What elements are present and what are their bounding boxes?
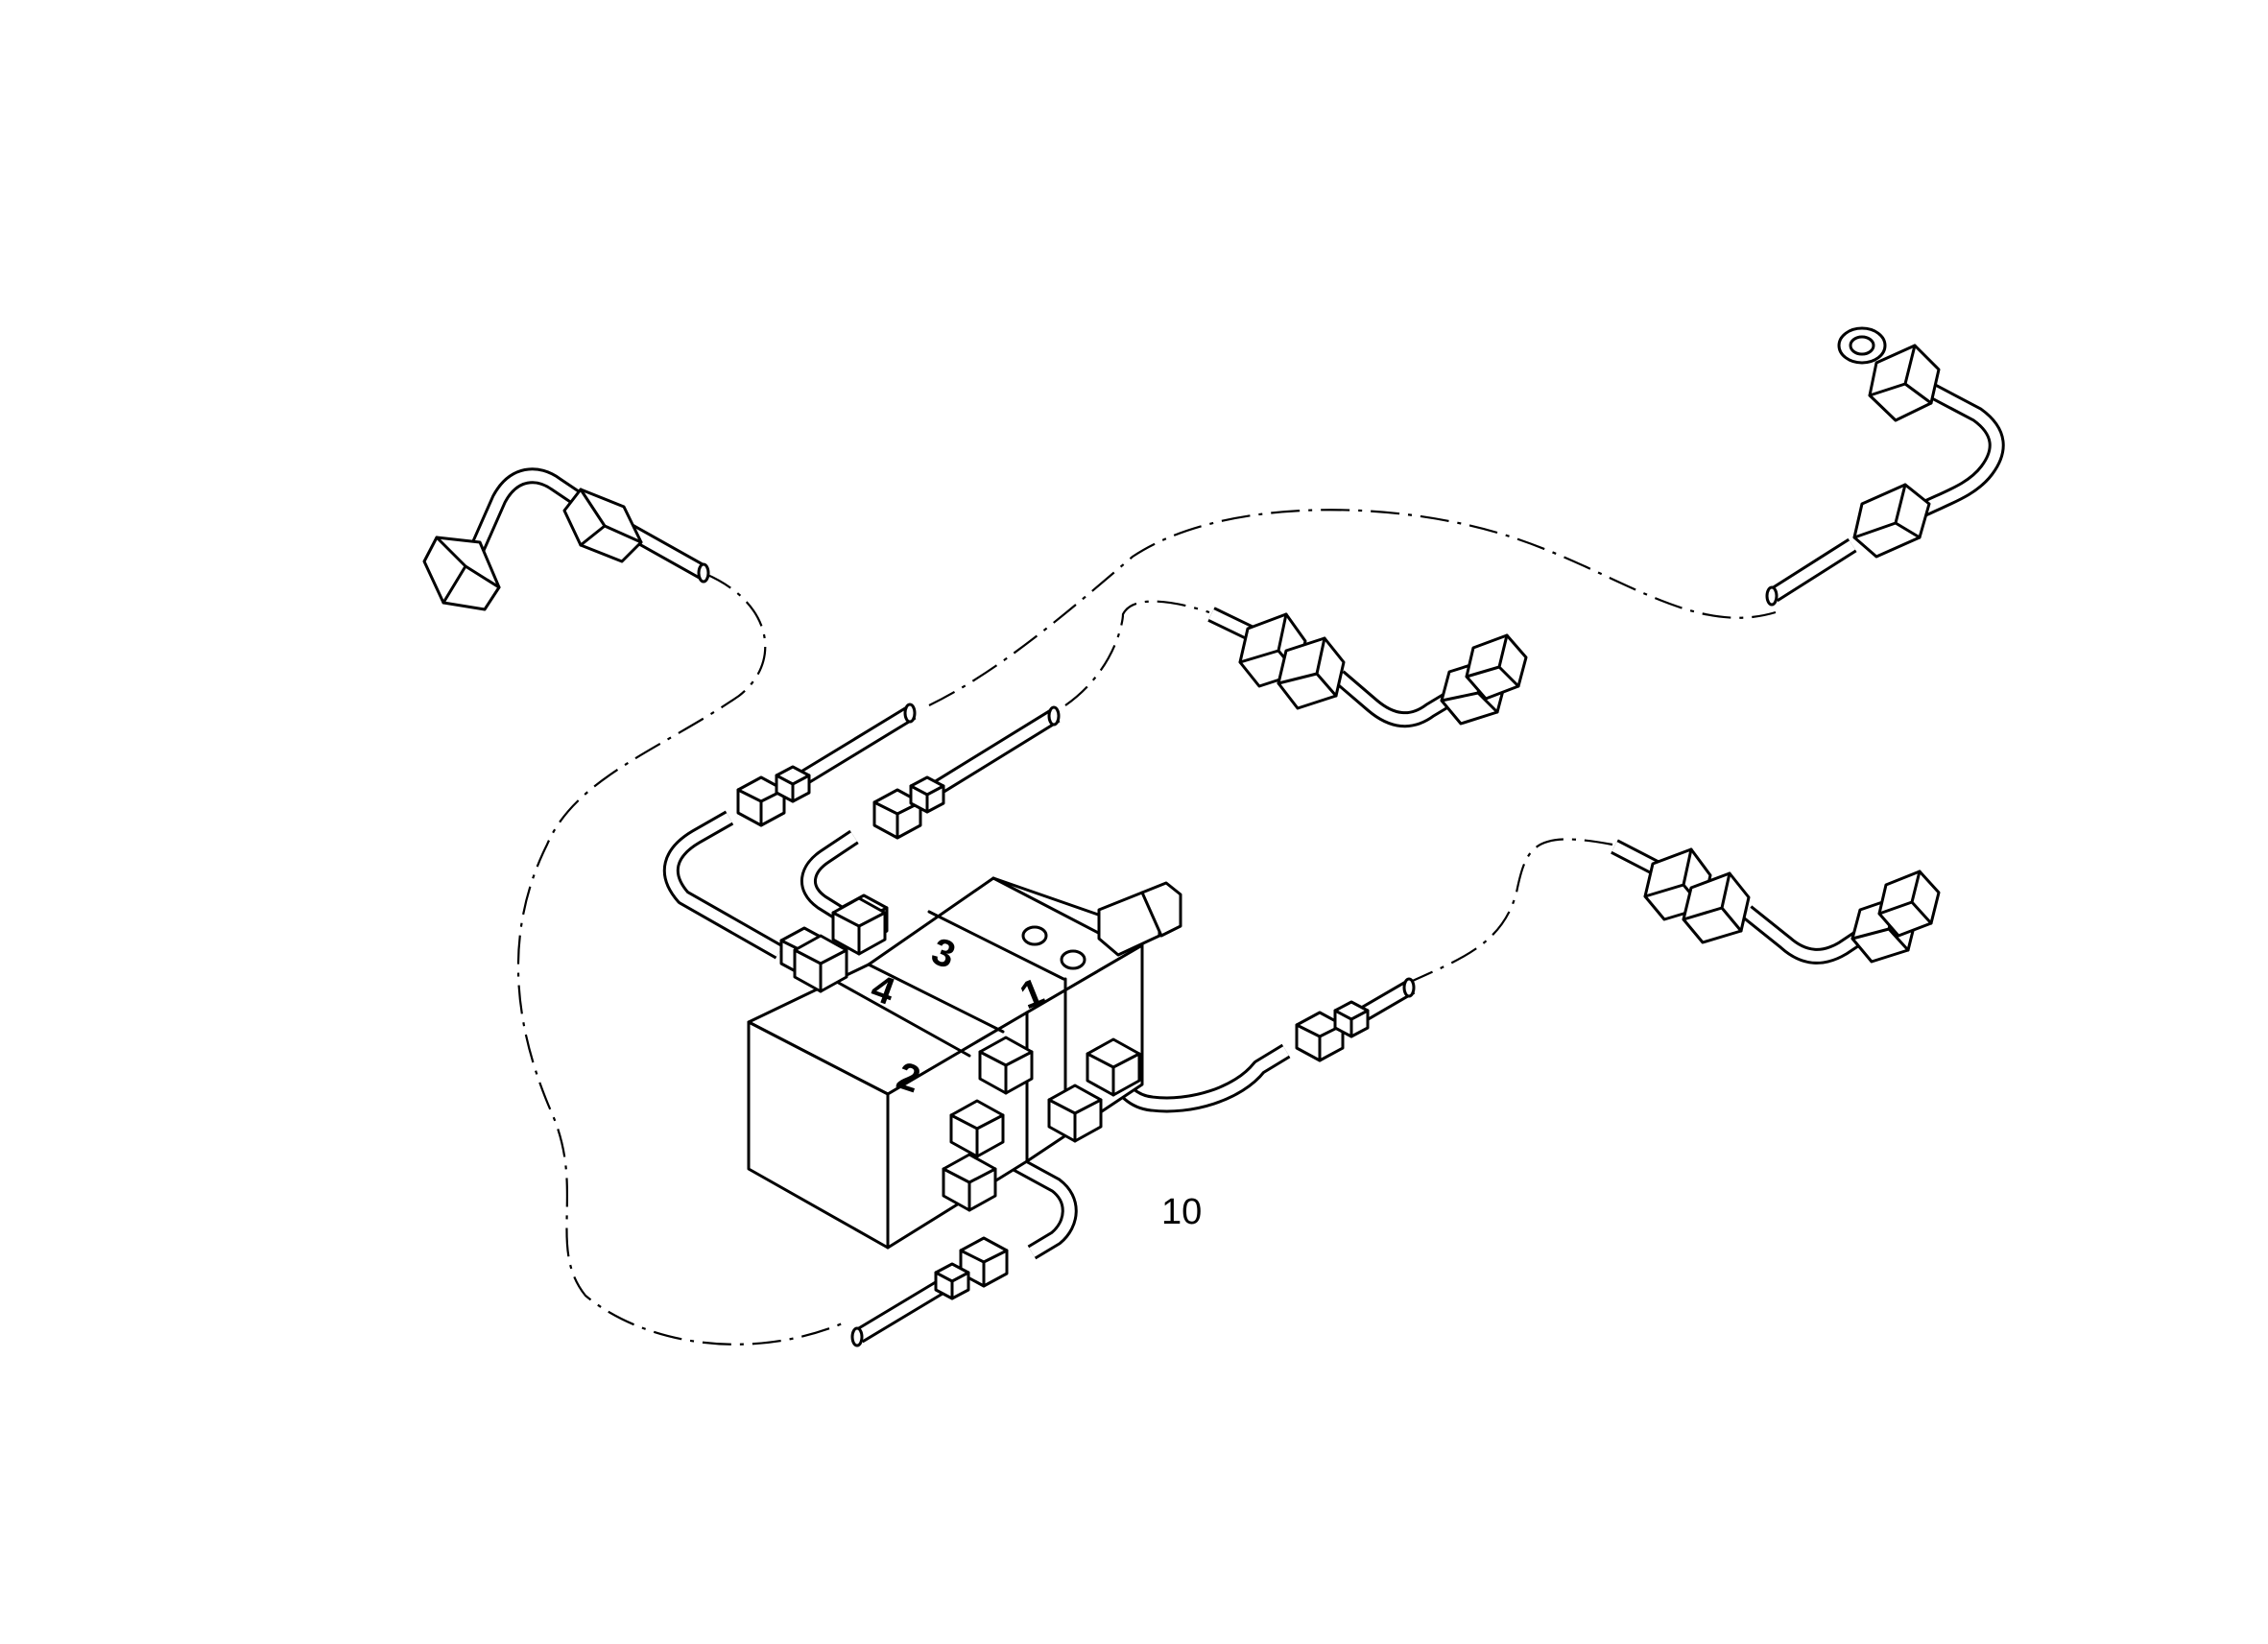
connection-paths	[516, 509, 1777, 1346]
indicator-hole	[1021, 925, 1048, 946]
elbow-fitting-upper-left	[422, 467, 710, 611]
dashed-line-top-loop	[928, 509, 1777, 706]
tube-assemblies	[662, 703, 1416, 1347]
dashed-line-upper-left	[516, 572, 846, 1346]
block-front-face	[747, 1020, 890, 1250]
callout-number: 10	[1161, 1192, 1202, 1232]
fitting-lower-right	[1611, 839, 1941, 965]
distributor-block	[747, 876, 1182, 1250]
fitting-middle-right	[1207, 607, 1528, 728]
indicator-hole	[1060, 949, 1086, 970]
dashed-line-middle	[1064, 600, 1210, 706]
side-outlet-cap	[1140, 881, 1182, 938]
elbow-fitting-upper-right	[1765, 326, 2005, 607]
dashed-line-right	[1405, 838, 1613, 986]
